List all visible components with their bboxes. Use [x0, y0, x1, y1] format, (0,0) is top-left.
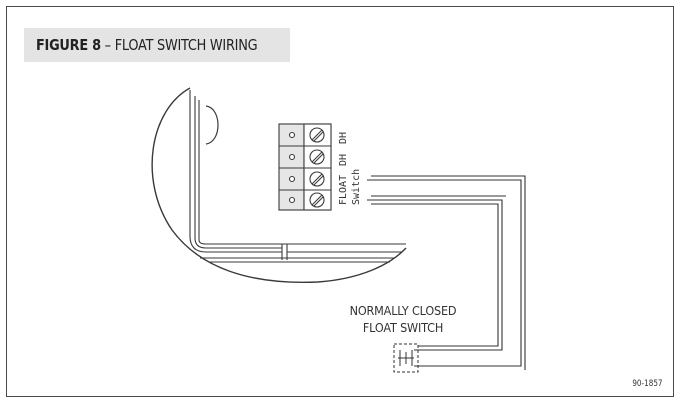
terminal-label-float: FLOAT [338, 175, 349, 205]
float-switch-label: NORMALLY CLOSED FLOAT SWITCH [343, 302, 464, 336]
terminal-label-switch: Switch [351, 169, 362, 205]
figure-number: FIGURE 8 [36, 36, 101, 54]
float-switch-label-line2: FLOAT SWITCH [362, 320, 444, 335]
terminal-screw-1 [309, 127, 325, 143]
float-switch-symbol [393, 343, 419, 373]
figure-title-rest: – FLOAT SWITCH WIRING [100, 36, 258, 54]
terminal-block [278, 123, 332, 211]
unit-housing-outline [151, 87, 407, 284]
panel-walls [189, 90, 406, 263]
figure-frame [6, 6, 674, 397]
figure-code: 90-1857 [632, 379, 663, 389]
float-switch-label-line1: NORMALLY CLOSED [349, 303, 457, 318]
terminal-screw-3 [309, 171, 325, 187]
terminal-label-dh-1: DH [338, 132, 349, 144]
figure-title-bar [24, 28, 290, 62]
terminal-screw-2 [309, 149, 325, 165]
figure-title: FIGURE 8 – FLOAT SWITCH WIRING [36, 36, 258, 54]
terminal-label-dh-2: DH [338, 154, 349, 166]
float-switch-wires [367, 175, 526, 370]
terminal-screw-4 [309, 192, 325, 208]
housing-bump [205, 105, 219, 145]
